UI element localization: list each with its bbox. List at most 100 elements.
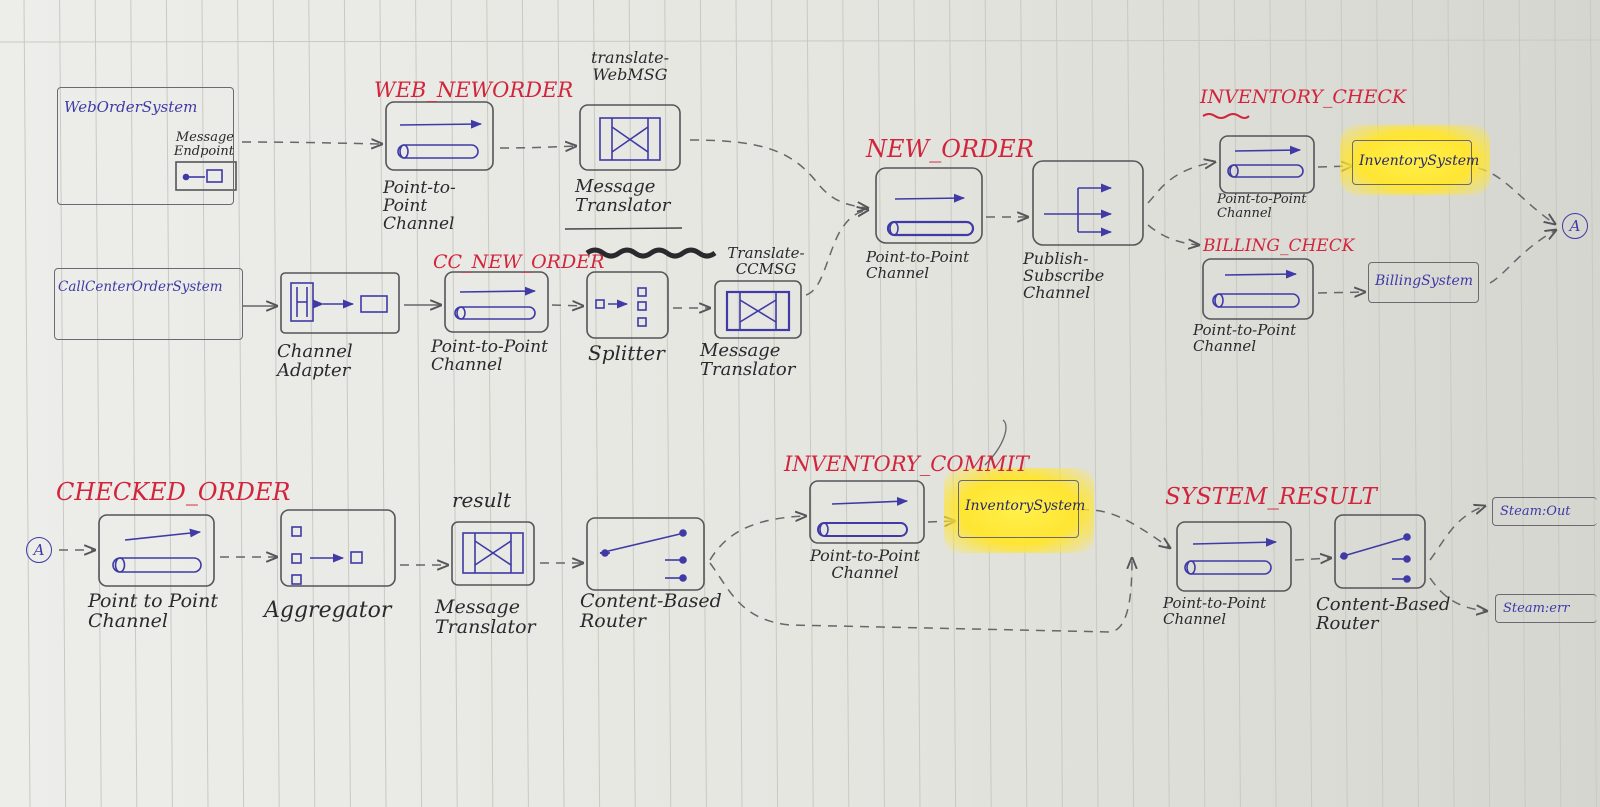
grid-line [664,0,672,807]
grid-line [984,0,992,807]
scribbled-text-2 [1202,113,1250,119]
grid-line [877,0,885,807]
checked-pipe-icon [112,528,202,573]
sys-result-pipe-icon [1184,537,1278,575]
grid-line [201,0,209,807]
grid-line [1127,0,1135,807]
checked-p2p-box [98,514,215,587]
underline-rule [564,227,683,230]
grid-line [628,0,636,807]
stream-out-box: Steam:Out [1492,497,1597,526]
arrow-sys-result-to-cbr2 [1294,558,1331,560]
inv-commit-p2p-box [809,480,925,544]
cc-translator-box [714,280,802,339]
billing-system-box: BillingSystem [1368,262,1479,303]
grid-line [557,0,565,807]
system-result-title: SYSTEM_RESULT [1165,484,1377,510]
grid-line [343,0,351,807]
inv-commit-p2p-label: Point-to-Point Channel [809,546,921,582]
grid-line [237,0,245,807]
result-translator-label: Message Translator [435,596,536,638]
stream-out-label[interactable]: Steam:Out [1500,504,1571,519]
translate-cc-msg-title: Translate-CCMSG [727,244,805,278]
web-p2p-label: Point-to-Point Channel [383,178,456,234]
web-order-system-box: WebOrderSystem [57,87,234,205]
channel-adapter-label: Channel Adapter [277,341,353,381]
sys-result-p2p-label: Point-to-Point Channel [1163,594,1267,628]
cc-new-order-title: CC_NEW_ORDER [433,251,605,273]
grid-line [1269,0,1277,807]
grid-line [735,0,743,807]
web-translator-box [579,104,681,171]
web-new-order-title: WEB_NEWORDER [374,78,574,102]
splitter-icon [595,287,647,327]
stream-err-label[interactable]: Steam:err [1503,601,1570,616]
cbr1-icon [599,529,687,582]
inv-commit-pipe-icon [817,496,909,537]
grid-line [165,0,173,807]
cc-translator-label: Message Translator [700,340,796,380]
checked-order-title: CHECKED_ORDER [56,478,291,506]
grid-line [308,0,316,807]
grid-line [913,0,921,807]
message-endpoint-icon [175,161,237,191]
grid-line [949,0,957,807]
inventory-check-title: INVENTORY_CHECK [1200,86,1407,108]
arrow-inv-check-to-inventory [1317,166,1352,167]
aggregator-icon [291,526,363,585]
inv-check-p2p-label: Point-to-Point Channel [1217,192,1307,221]
cbr2-icon [1339,533,1411,583]
splitter-box [586,271,669,339]
new-order-title: NEW_ORDER [866,135,1034,163]
grid-line [1020,0,1028,807]
grid-line [1055,0,1063,807]
inventory-system-2-box: InventorySystem [958,480,1085,538]
arrow-pubsub-to-billing [1147,224,1199,245]
billing-system-label[interactable]: BillingSystem [1375,273,1474,289]
pubsub-icon [1044,183,1113,237]
sys-result-p2p-box [1176,521,1292,592]
arrow-endpoint-to-web-p2p [241,142,382,144]
grid-line [521,0,529,807]
cbr1-box [586,517,705,591]
splitter-label: Splitter [588,341,665,365]
call-center-system-box: CallCenterOrderSystem [54,268,243,340]
billing-p2p-label: Point-to-Point Channel [1193,321,1297,355]
inventory-system-1-label[interactable]: InventorySystem [1359,153,1480,169]
grid-line [94,0,102,807]
cbr2-box [1334,514,1426,589]
arrow-pubsub-to-inv-check [1147,162,1215,204]
inv-check-p2p-box [1219,135,1315,194]
grid-line [593,0,601,807]
inventory-highlight-2 [944,468,1094,553]
checked-p2p-label: Point to Point Channel [88,590,218,632]
result-translator-icon [462,532,524,574]
inventory-commit-title: INVENTORY_COMMIT [784,452,1029,476]
web-translator-icon [599,117,661,161]
web-p2p-pipe-icon [397,119,483,159]
grid-line [806,0,814,807]
inv-check-pipe-icon [1227,145,1304,178]
grid-line [1305,0,1313,807]
cc-translator-icon [725,290,791,332]
web-p2p-channel-box [385,101,494,171]
pubsub-channel-box [1032,160,1144,246]
grid-line [1091,0,1099,807]
inventory-system-2-label[interactable]: InventorySystem [965,498,1086,514]
billing-check-title: BILLING_CHECK [1203,236,1355,256]
cc-p2p-label: Point-to-Point Channel [431,337,548,375]
new-order-pipe-icon [886,193,975,237]
inventory-highlight-1 [1340,125,1490,195]
inventory-system-1-box: InventorySystem [1352,140,1479,185]
billing-p2p-box [1202,258,1314,320]
aggregator-box [280,509,396,587]
new-order-p2p-label: Point-to-Point Channel [866,248,970,282]
stream-err-box: Steam:err [1495,594,1597,623]
grid-line [1162,0,1170,807]
grid-line [1589,0,1597,807]
cc-p2p-channel-box [444,271,549,333]
grid-line [486,0,494,807]
ink-loop [984,419,1007,466]
aggregator-label: Aggregator [264,598,392,623]
arrow-cbr2-to-stream-out [1429,506,1485,561]
